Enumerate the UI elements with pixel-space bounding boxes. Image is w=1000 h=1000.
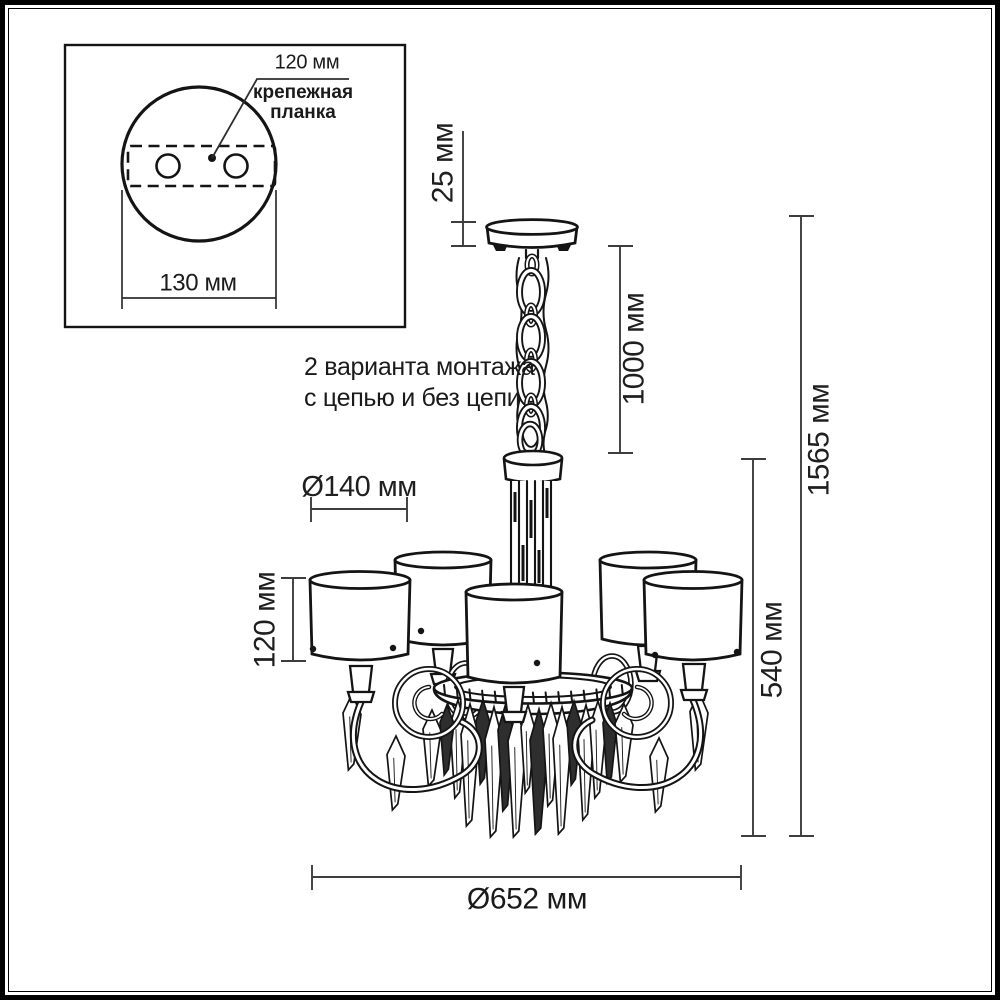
mounting-note-line2: с цепью и без цепи	[304, 384, 521, 412]
inset-plate-label-line1: крепежная	[252, 82, 354, 103]
dimension-lines	[281, 131, 814, 890]
shade-front-left	[308, 570, 412, 704]
mounting-note-line1: 2 варианта монтажа	[304, 353, 535, 381]
plate-hole-right	[223, 153, 249, 179]
upper-hub	[502, 449, 564, 484]
inset-plate-label-line2: планка	[270, 102, 336, 123]
shade-front-right	[642, 570, 744, 702]
ceiling-canopy	[485, 218, 579, 251]
inset-plate-label: крепежная планка	[253, 83, 353, 123]
shade-dots	[309, 627, 741, 667]
plate-hole-left	[155, 153, 181, 179]
scroll-arms	[349, 666, 705, 793]
dim-1565mm-line	[789, 215, 814, 837]
leader-line	[211, 78, 349, 159]
dim-canopy-height-label: 25 мм	[426, 122, 460, 204]
inset-hole-spacing-label: 120 мм	[274, 51, 340, 74]
dim-652mm-line	[311, 865, 742, 890]
chandelier-drawing	[308, 218, 744, 840]
center-rod-column	[509, 479, 557, 593]
dim-fixture-diameter-label: Ø652 мм	[466, 882, 588, 916]
dim-shade-height-label: 120 мм	[248, 571, 282, 669]
dim-540mm-line	[741, 458, 766, 837]
dim-body-height-label: 540 мм	[755, 601, 789, 699]
dim-shade-diameter-label: Ø140 мм	[301, 470, 417, 503]
dim-1000mm-line	[608, 245, 633, 454]
dim-120mm-line	[281, 577, 306, 662]
dim-chain-length-label: 1000 мм	[617, 292, 651, 406]
dim-25mm-line	[451, 131, 476, 247]
chain-and-cord	[515, 248, 550, 460]
mounting-note: 2 варианта монтажа с цепью и без цепи	[304, 352, 535, 414]
inset-mounting-detail	[63, 43, 407, 329]
mounting-plate-dashed	[126, 144, 277, 188]
dim-140mm-line	[310, 497, 408, 522]
dim-total-height-label: 1565 мм	[802, 383, 836, 497]
inset-dimension-130	[121, 190, 277, 309]
inset-canopy-diameter-label: 130 мм	[159, 269, 237, 297]
